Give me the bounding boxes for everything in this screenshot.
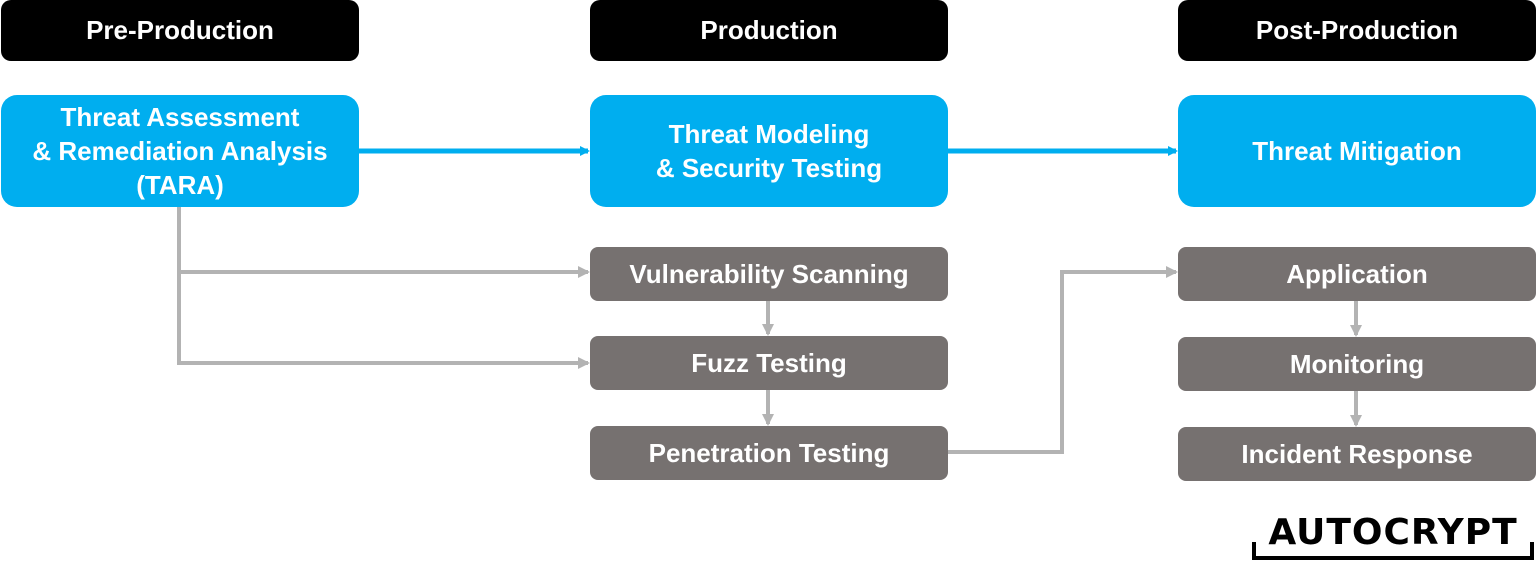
stage-threat-mitigation: Threat Mitigation [1178,95,1536,207]
logo-text: AUTOCRYPT [1268,512,1518,553]
step-incident-response-label: Incident Response [1241,438,1473,469]
step-incident-response: Incident Response [1178,427,1536,481]
stage-threat-mitigation-label: Threat Mitigation [1252,136,1462,166]
step-vulnerability-scanning: Vulnerability Scanning [590,247,948,301]
connector-tara-to-fuzz [177,272,590,369]
connector-penetration-to-application [948,266,1178,454]
autocrypt-logo: AUTOCRYPT [1252,508,1534,560]
stage-threat-modeling-label: Threat Modeling & Security Testing [655,119,883,183]
step-fuzz-testing: Fuzz Testing [590,336,948,390]
step-application-label: Application [1286,258,1428,289]
header-production-label: Production [700,15,838,45]
header-pre-production-label: Pre-Production [86,15,274,45]
header-pre-production: Pre-Production [1,0,359,61]
step-penetration-testing-label: Penetration Testing [648,437,890,468]
connector-tara-to-vulnerability [177,207,590,278]
logo-bracket-icon [1252,542,1534,560]
stage-threat-modeling: Threat Modeling & Security Testing [590,95,948,207]
step-application: Application [1178,247,1536,301]
header-post-production-label: Post-Production [1255,15,1459,45]
stage-tara-label: Threat Assessment & Remediation Analysis… [32,102,328,200]
header-post-production: Post-Production [1178,0,1536,61]
step-monitoring-label: Monitoring [1289,348,1425,379]
step-penetration-testing: Penetration Testing [590,426,948,480]
step-fuzz-testing-label: Fuzz Testing [691,347,847,378]
step-vulnerability-scanning-label: Vulnerability Scanning [629,258,909,289]
stage-tara: Threat Assessment & Remediation Analysis… [1,95,359,207]
header-production: Production [590,0,948,61]
step-monitoring: Monitoring [1178,337,1536,391]
